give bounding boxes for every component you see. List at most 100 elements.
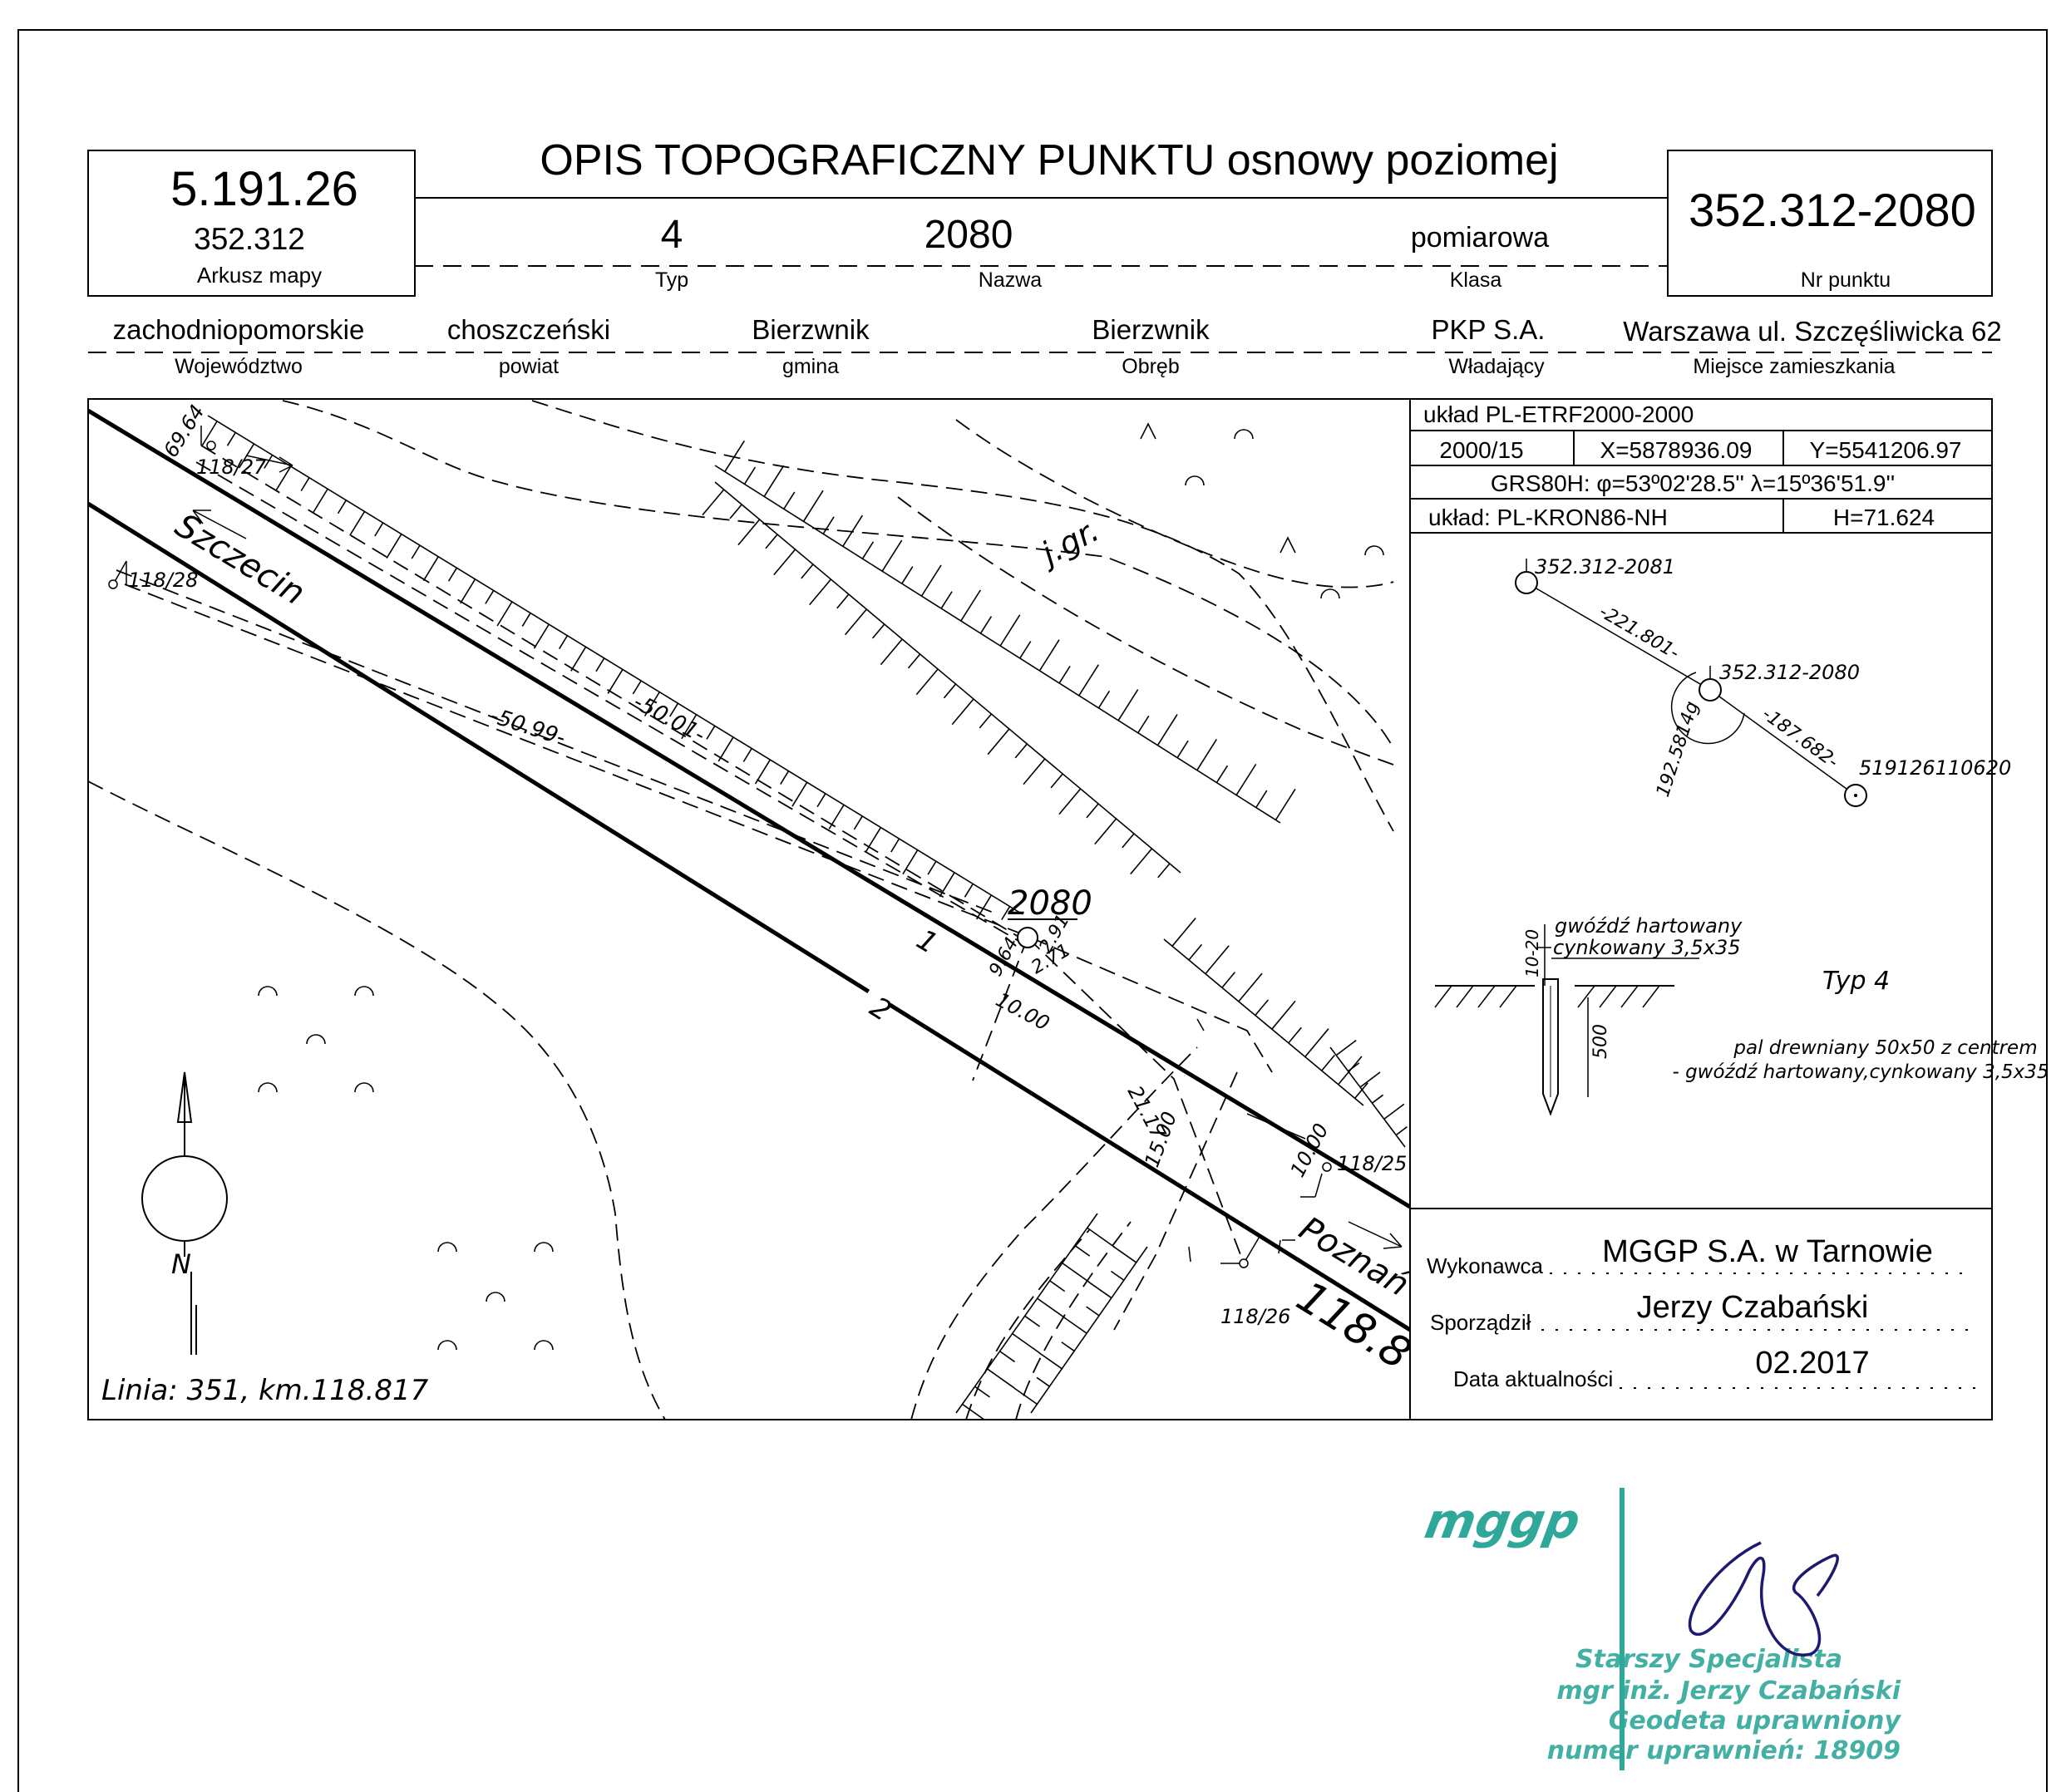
ground-boundary-label: j.gr. [1032,512,1105,574]
embankment-tick [801,564,814,579]
page-border [17,29,2048,1792]
embankment-edge [714,481,1181,874]
embankment-tick [842,514,864,547]
embankment-tick [1058,666,1071,684]
embankment-tick [460,578,476,604]
embankment-tick [979,616,993,634]
situation-map: 1 2 [88,400,1410,1420]
embankment-tick [1036,1376,1050,1387]
voivodeship: zachodniopomorskie [113,314,365,345]
embankment-tick [570,646,587,672]
y-coordinate: Y=5541206.97 [1810,437,1962,463]
embankment-tick [1188,943,1203,961]
embankment-edge [714,465,1281,824]
embankment-tick [717,736,734,762]
embankment-tick [987,1368,1015,1389]
point-c-label: 519126110620 [1859,756,2011,780]
administrative-row: zachodniopomorskie Województwo choszczeń… [88,314,2002,378]
embankment-tick [1171,918,1196,947]
arrow-west-icon [192,510,247,539]
angle-arc [1670,672,1745,745]
type-value: 4 [661,213,683,257]
embankment-tick [422,556,439,582]
embankment-tick [729,504,742,519]
angle-value: 192.5814g [1653,699,1704,800]
embankment-tick [681,714,698,740]
embankment-tick [1087,1227,1115,1248]
embankment-tick [890,838,900,853]
embankment-tick [1157,863,1171,879]
nail-label-line2: cynkowany 3,5x35 [1553,936,1740,959]
embankment-tick [1014,743,1028,759]
map-sheet-sub: 352.312 [194,222,305,256]
municipality-label: gmina [782,355,839,378]
grs-coordinates: GRS80H: φ=53º02'28.5'' λ=15º36'51.9'' [1491,470,1895,496]
embankment-tick [632,680,642,695]
embankment-tick [374,522,384,537]
main-frame [87,398,1993,1420]
height-system: układ: PL-KRON86-NH [1428,505,1668,530]
embankment-tick [1061,1342,1075,1352]
embankment-tick [1122,833,1135,849]
embankment-tick [1395,1126,1408,1136]
embankment-tick [1058,788,1082,815]
embankment-tick [861,541,875,559]
embankment-tick [943,683,957,699]
embankment-tick [1275,788,1296,820]
embankment-tick [386,534,402,559]
embankment-tick [558,635,569,650]
name-value: 2080 [924,213,1013,257]
embankment-hachures [201,415,1408,1420]
embankment-tick [1196,739,1217,771]
embankment-tick [312,488,328,514]
embankment-tick [754,759,771,785]
embankment-tick [1371,1094,1384,1104]
embankment-tick [791,781,808,807]
embankment-tick [783,491,796,510]
embankment-tick [765,534,778,549]
point-11825-marker [1322,1162,1332,1172]
embankment-tick [822,516,835,534]
embankment-tick [1335,1039,1357,1056]
embankment-tick [844,608,867,636]
embankment-tick [915,668,939,696]
embankment-tick [1321,1055,1335,1071]
stamp-logo: mggp [1421,1493,1585,1548]
stamp-line1: Starszy Specjalista [1575,1645,1842,1674]
top-depth-label: 10-20 [1522,929,1542,977]
embankment-tick [939,872,955,898]
embankment-tick [264,455,274,469]
distance-bc: -187.682- [1758,704,1842,773]
point-number: 352.312-2080 [1689,184,1976,236]
embankment-tick [853,815,863,830]
owner-label: Władający [1448,355,1545,378]
embankment-edge [955,1213,1098,1414]
municipality: Bierzwnik [752,314,870,345]
arrow-east-icon [1348,1221,1403,1249]
embankment-tick [643,692,660,717]
embankment-tick [828,804,845,830]
track-2-line [88,501,1410,1332]
owner: PKP S.A. [1432,314,1546,345]
embankment-tick [1238,972,1263,1002]
coordinate-system: układ PL-ETRF2000-2000 [1423,401,1694,427]
embankment-tick [1215,765,1229,784]
embankment-tick [743,466,757,485]
embankment-tick [987,728,1010,756]
embankment-tick [742,748,752,762]
label-5099: -50.99- [487,703,569,751]
embankment-edge [1030,1246,1148,1414]
embankment-tick [809,578,832,606]
label-11828: 118/28 [128,569,198,592]
embankment-tick [1271,1000,1296,1030]
embankment-tick [1255,790,1268,808]
embankment-tick [802,490,824,522]
embankment-tick [1078,664,1100,697]
point-11826-marker [1239,1258,1249,1268]
label-1000b: 10.00 [1286,1120,1334,1181]
construction-type: Typ 4 [1822,967,1890,996]
map-sheet-number: 5.191.26 [170,162,358,216]
label-11826: 118/26 [1220,1305,1290,1328]
embankment-tick [999,614,1021,647]
zone: 2000/15 [1439,437,1523,463]
